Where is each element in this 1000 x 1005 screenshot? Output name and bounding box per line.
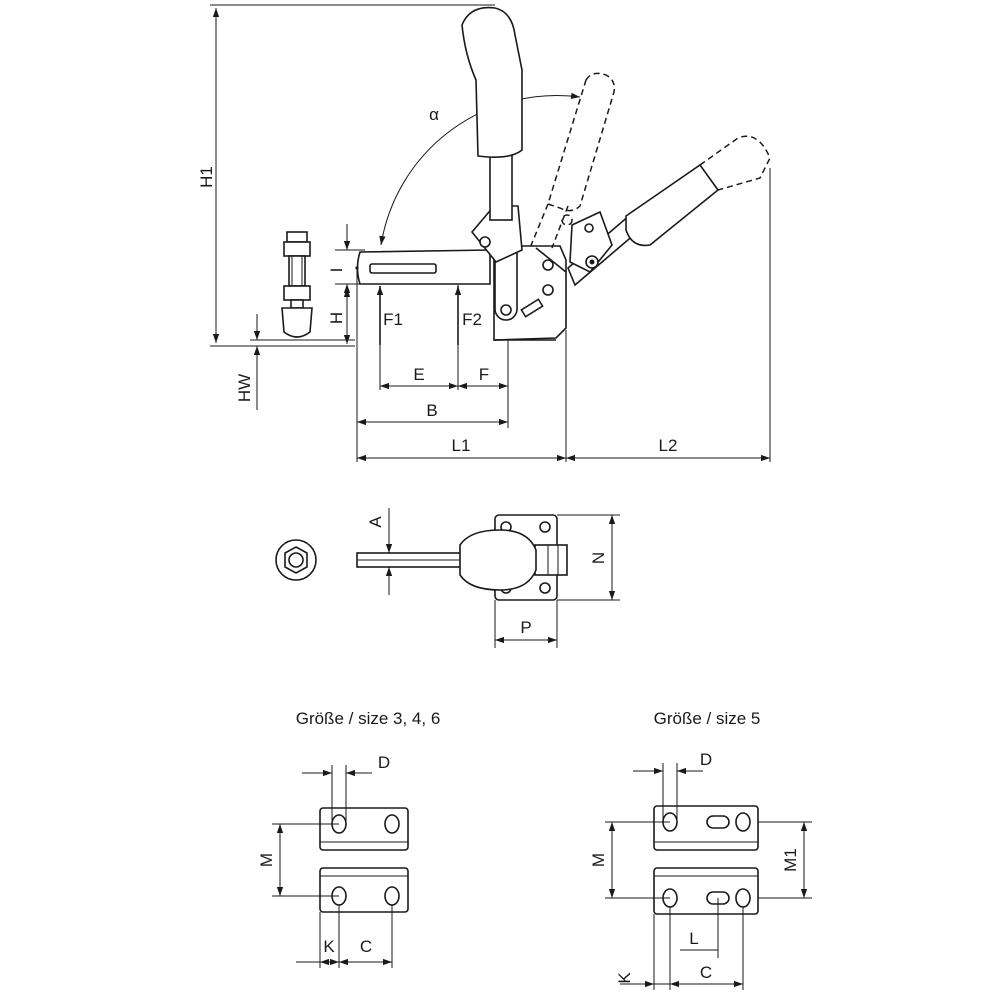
base-size-5-title: Größe / size 5 <box>654 709 761 728</box>
dim-k-label-5: K <box>615 972 634 984</box>
alpha-arc <box>379 92 581 246</box>
handle-upright <box>461 6 523 221</box>
top-view: A N P <box>275 508 620 648</box>
dim-l1-label: L1 <box>452 436 471 455</box>
dim-l2-label: L2 <box>659 436 678 455</box>
dim-f-label: F <box>479 365 489 384</box>
alpha-label: α <box>429 105 439 124</box>
dim-m1-label-5: M1 <box>781 848 800 872</box>
spindle <box>281 231 313 338</box>
dim-m-label-5: M <box>589 853 608 867</box>
side-view: H1 H I HW E F B L1 L2 α <box>197 4 771 462</box>
top-base <box>459 514 568 601</box>
handle-open <box>567 135 771 287</box>
dim-c-label-346: C <box>360 937 372 956</box>
dim-b-label: B <box>426 401 437 420</box>
dim-k-label-346: K <box>323 937 335 956</box>
dim-l-label-5: L <box>689 929 698 948</box>
force-f1-label: F1 <box>383 310 403 329</box>
dim-n-label: N <box>589 552 608 564</box>
dim-d-label-346: D <box>378 753 390 772</box>
force-f2-label: F2 <box>462 310 482 329</box>
dim-a-label: A <box>366 516 385 528</box>
dim-m-label-346: M <box>257 853 276 867</box>
base-size-346: Größe / size 3, 4, 6 D M K C <box>257 709 440 968</box>
dim-c-label-5: C <box>700 963 712 982</box>
dim-h1-label: H1 <box>197 166 216 188</box>
dim-i-label: I <box>327 268 346 273</box>
top-arm <box>356 552 464 568</box>
base-size-5: Größe / size 5 D M M1 L <box>589 709 812 990</box>
hex-nut <box>275 539 317 581</box>
dim-d-label-5: D <box>700 750 712 769</box>
dim-p-label: P <box>520 618 531 637</box>
clamping-arm <box>355 249 491 285</box>
dim-h-label: H <box>327 312 346 324</box>
dim-hw-label: HW <box>235 374 254 402</box>
dim-e-label: E <box>413 365 424 384</box>
handle-mid-dashed <box>529 72 616 249</box>
base-size-346-title: Größe / size 3, 4, 6 <box>296 709 441 728</box>
